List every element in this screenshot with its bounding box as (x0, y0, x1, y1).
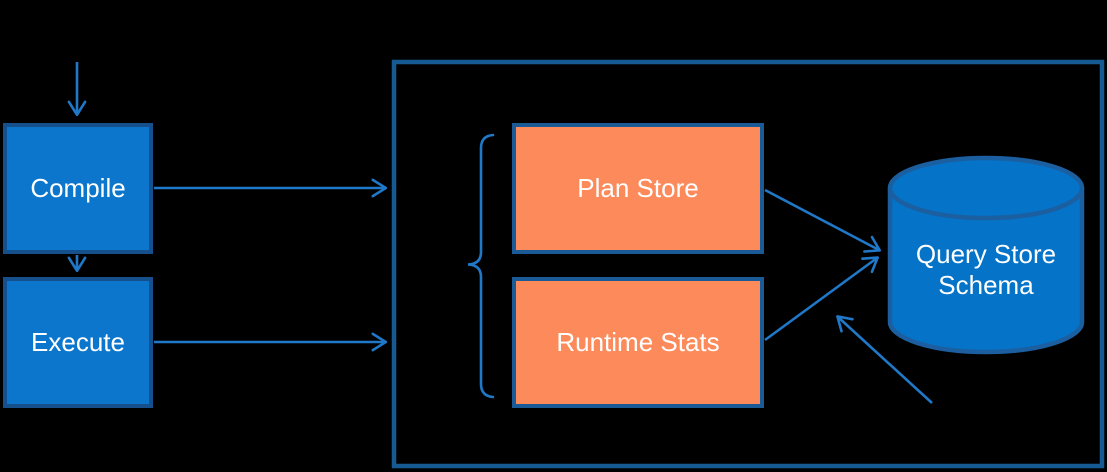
database-cylinder-icon (887, 155, 1085, 355)
plan-store-label: Plan Store (577, 173, 698, 203)
execute-node (3, 277, 153, 408)
query-store-schema-label-line1: Query Store (916, 239, 1056, 269)
compile-node (3, 123, 153, 254)
left-curly-brace (467, 133, 495, 399)
compile-label: Compile (30, 173, 125, 203)
plan-store-node (512, 123, 764, 254)
execute-label: Execute (31, 327, 125, 357)
runtime-stats-node (512, 277, 764, 408)
diagonal-up-left-arrow (836, 315, 933, 404)
runtime-stats-label: Runtime Stats (556, 327, 719, 357)
query-store-container (391, 59, 1105, 469)
runtime-stats-to-schema-arrow (764, 256, 879, 342)
plan-store-to-schema-arrow (764, 188, 882, 253)
query-store-schema-label-line2: Schema (938, 270, 1034, 300)
